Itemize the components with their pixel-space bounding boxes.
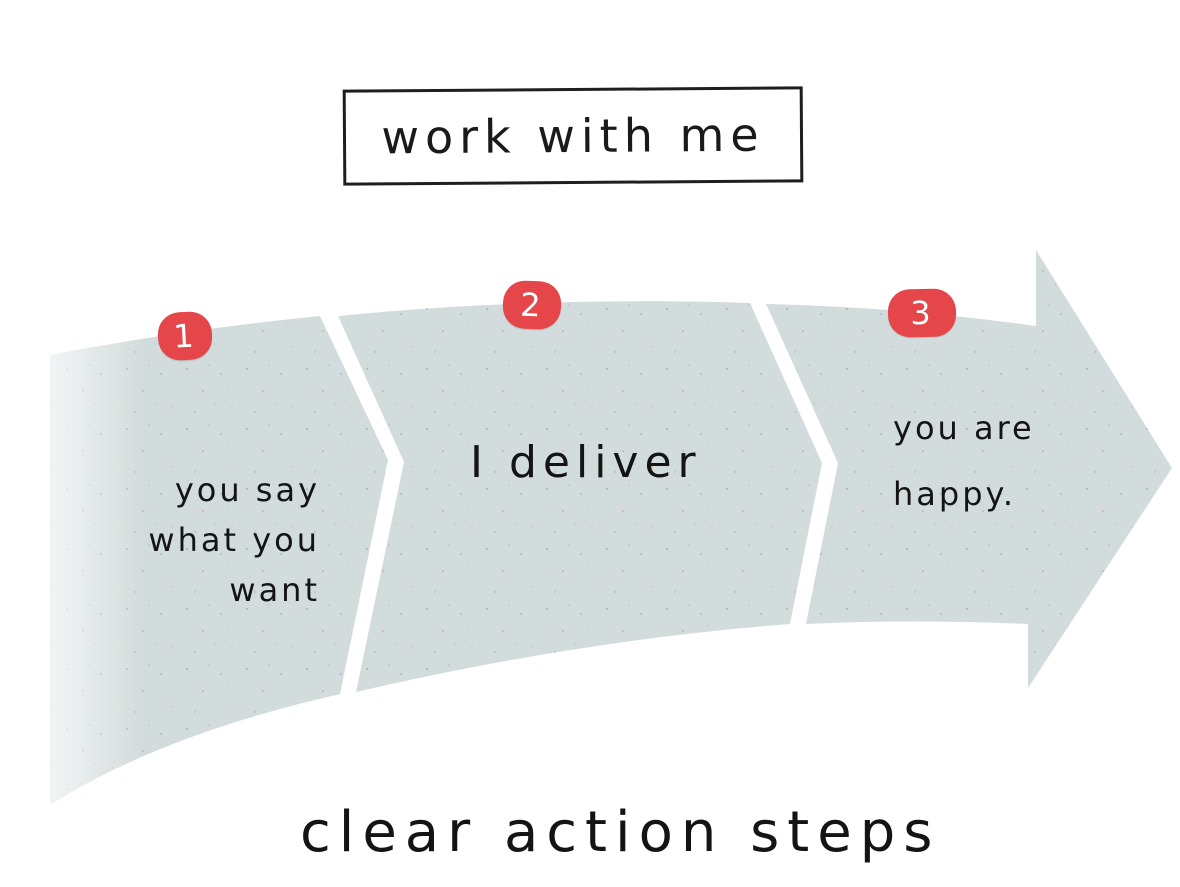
step-2-badge: 2 [502, 280, 562, 330]
footer-caption: clear action steps [300, 800, 941, 865]
step-1-badge: 1 [156, 310, 214, 362]
step-1-text: you say what you want [148, 471, 320, 609]
step-3-badge: 3 [887, 288, 957, 338]
step-2-text: I deliver [470, 437, 702, 488]
step-3-text: you are happy. [893, 409, 1035, 513]
